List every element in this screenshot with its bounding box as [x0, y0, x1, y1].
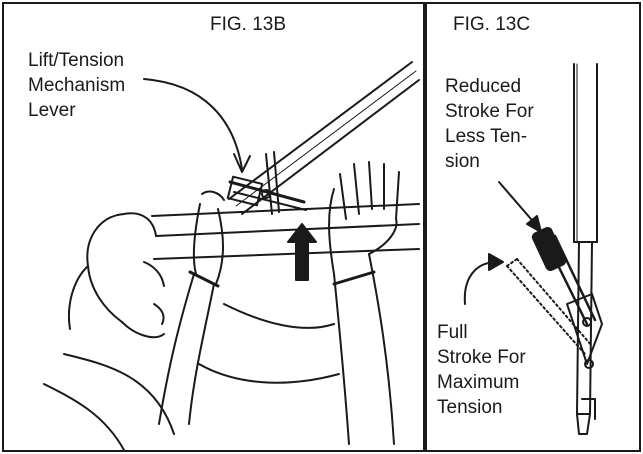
- reduced-stroke-label-line: Less Ten-: [445, 124, 534, 149]
- full-stroke-label-line: Stroke For: [437, 345, 526, 370]
- reduced-stroke-label-line: Stroke For: [445, 99, 534, 124]
- up-arrow: [288, 224, 316, 280]
- figure-13c-panel: FIG. 13C Reduced Stroke For Less Ten- si…: [425, 2, 641, 452]
- figure-13c-title: FIG. 13C: [453, 14, 530, 36]
- reduced-stroke-label: Reduced Stroke For Less Ten- sion: [445, 74, 534, 174]
- figure-13b-panel: FIG. 13B Lift/Tension Mechanism Lever: [2, 2, 425, 452]
- full-stroke-label: Full Stroke For Maximum Tension: [437, 320, 526, 420]
- lift-tension-label-line: Lever: [28, 98, 125, 123]
- lift-tension-label: Lift/Tension Mechanism Lever: [28, 48, 125, 123]
- full-stroke-label-line: Tension: [437, 395, 526, 420]
- reduced-stroke-label-line: Reduced: [445, 74, 534, 99]
- lift-tension-label-line: Mechanism: [28, 73, 125, 98]
- full-stroke-label-line: Maximum: [437, 370, 526, 395]
- reduced-stroke-label-line: sion: [445, 149, 534, 174]
- lever-callout-arrow: [144, 79, 242, 169]
- figure-13b-title: FIG. 13B: [210, 14, 286, 36]
- lever-arm: [230, 182, 304, 202]
- lift-tension-label-line: Lift/Tension: [28, 48, 125, 73]
- full-stroke-label-line: Full: [437, 320, 526, 345]
